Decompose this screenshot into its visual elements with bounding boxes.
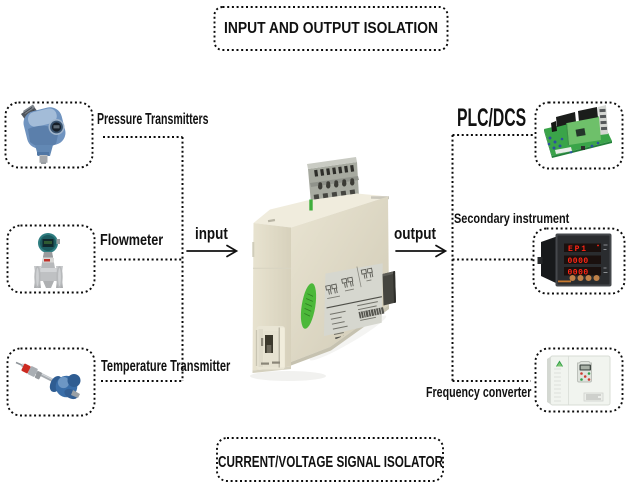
- svg-text:0000: 0000: [568, 257, 589, 266]
- svg-text:EP1: EP1: [568, 245, 588, 254]
- svg-text:0000: 0000: [568, 269, 589, 278]
